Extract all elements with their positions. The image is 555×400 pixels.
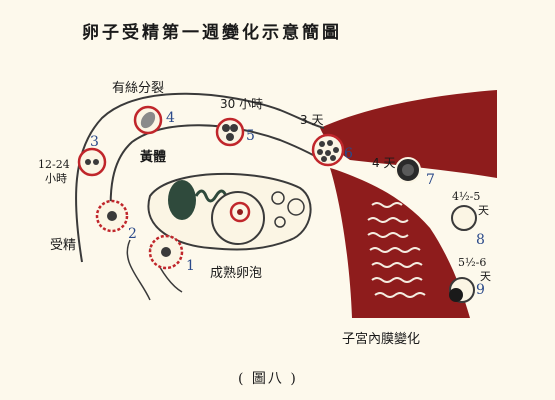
stage-number-7: 7 [426, 172, 435, 188]
label-4-5-days: 4½-5 [452, 190, 481, 203]
label-4-days: 4 天 [372, 156, 396, 170]
label-5-6-days-unit: 天 [480, 270, 491, 283]
stage-2-fertilization [95, 199, 129, 233]
label-30-hours: 30 小時 [220, 97, 264, 111]
label-5-6-days: 5½-6 [458, 256, 487, 269]
label-3-days: 3 天 [300, 113, 324, 127]
fallopian-tube-inner [109, 124, 331, 231]
stage-7-blastocyst [395, 157, 421, 183]
fallopian-tube-outer [75, 92, 325, 263]
stage-number-2: 2 [128, 226, 137, 242]
stage-number-3: 3 [90, 134, 99, 150]
stage-8-blastocyst [451, 205, 477, 231]
label-mitosis: 有絲分裂 [112, 81, 165, 96]
stage-3-zygote [77, 147, 107, 177]
figure-caption: ( 圖八 ) [238, 371, 298, 387]
stage-9-implantation [449, 277, 475, 303]
stage-number-9: 9 [476, 282, 485, 298]
stage-6-morula [311, 133, 345, 167]
uterine-wall-upper [320, 90, 497, 178]
mature-follicle [211, 191, 265, 245]
label-endometrium: 子宮內膜變化 [342, 332, 421, 347]
stage-1-ovum [148, 234, 184, 270]
label-4-5-days-unit: 天 [478, 204, 489, 217]
small-follicles [271, 191, 305, 228]
stage-number-4: 4 [166, 110, 175, 126]
stage-number-6: 6 [344, 146, 353, 162]
diagram-title: 卵子受精第一週變化示意簡圖 [82, 23, 342, 43]
stage-5-four-cell [215, 117, 245, 147]
stage-4-two-cell [133, 105, 163, 135]
uterine-wall-lower [330, 168, 470, 318]
stage-number-1: 1 [186, 258, 195, 274]
corpus-luteum-graphic [168, 180, 228, 220]
stage-number-8: 8 [476, 232, 485, 248]
label-fertilization: 受精 [50, 238, 77, 253]
label-12-24: 12-24 [38, 158, 70, 171]
label-corpus-luteum: 黃體 [140, 150, 167, 165]
endometrium-glands [367, 202, 426, 298]
label-mature-follicle: 成熟卵泡 [210, 266, 263, 281]
stage-number-5: 5 [246, 128, 255, 144]
label-12-24-unit: 小時 [45, 172, 67, 185]
